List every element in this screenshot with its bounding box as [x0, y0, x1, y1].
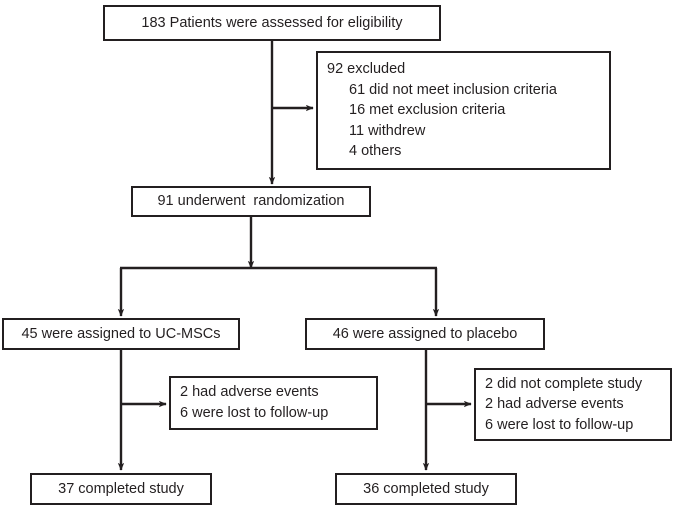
node-dropouts-uc-mscs-line-0: 2 had adverse events [180, 384, 319, 401]
node-dropouts-uc-mscs: 2 had adverse events 6 were lost to foll… [169, 376, 378, 430]
node-completed-uc-mscs: 37 completed study [30, 473, 212, 505]
node-dropouts-placebo-line-0: 2 did not complete study [485, 375, 643, 392]
node-arm-uc-mscs: 45 were assigned to UC-MSCs [2, 318, 240, 350]
node-excluded: 92 excluded 61 did not meet inclusion cr… [316, 51, 611, 170]
node-excluded-header: 92 excluded [327, 61, 406, 78]
node-assessed-for-eligibility: 183 Patients were assessed for eligibili… [103, 5, 441, 41]
node-dropouts-uc-mscs-line-1: 6 were lost to follow-up [180, 405, 329, 421]
node-completed-placebo-label: 36 completed study [363, 480, 489, 497]
node-arm-uc-mscs-label: 45 were assigned to UC-MSCs [21, 325, 221, 342]
node-arm-placebo-label: 46 were assigned to placebo [332, 325, 518, 342]
node-completed-uc-mscs-label: 37 completed study [58, 480, 184, 497]
node-dropouts-placebo-line-1: 2 had adverse events [485, 396, 624, 413]
node-excluded-reason-0: 61 did not meet inclusion criteria [349, 81, 557, 98]
node-randomization-label: 91 underwent randomization [157, 193, 345, 210]
node-excluded-reason-1: 16 met exclusion criteria [349, 102, 506, 119]
node-assessed-label: 183 Patients were assessed for eligibili… [141, 14, 403, 31]
node-dropouts-placebo-line-2: 6 were lost to follow-up [485, 416, 634, 433]
node-dropouts-placebo: 2 did not complete study 2 had adverse e… [474, 368, 672, 441]
node-excluded-reason-2: 11 withdrew [349, 122, 426, 139]
node-arm-placebo: 46 were assigned to placebo [305, 318, 545, 350]
node-randomization: 91 underwent randomization [131, 186, 371, 217]
node-completed-placebo: 36 completed study [335, 473, 517, 505]
node-excluded-reason-3: 4 others [349, 143, 402, 160]
